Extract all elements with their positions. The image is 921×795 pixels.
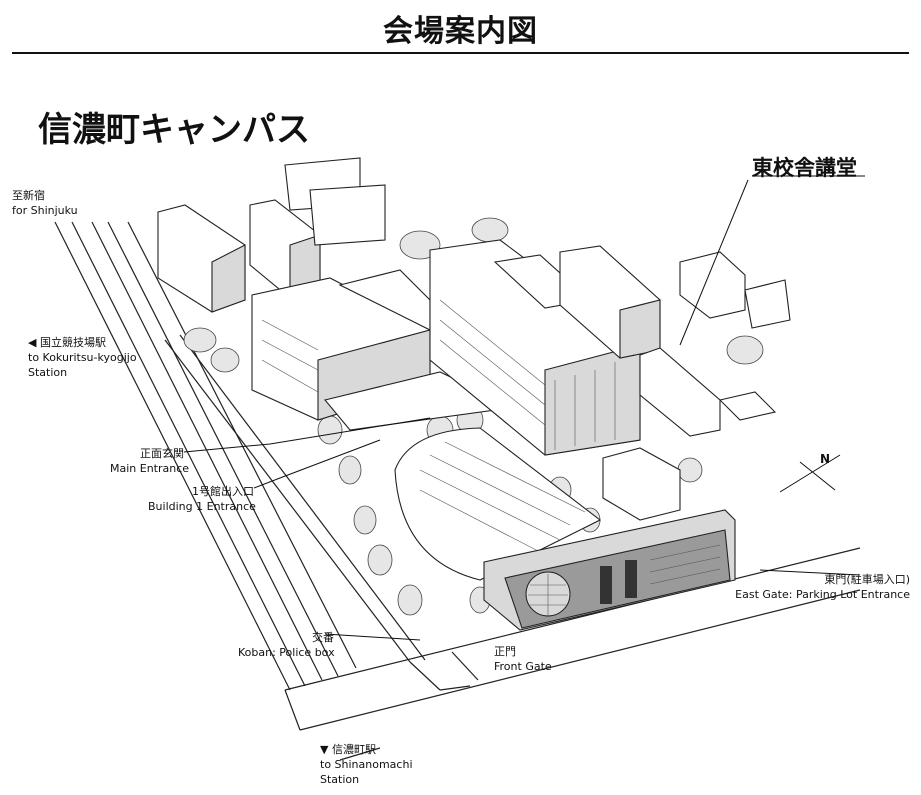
buildings	[157, 157, 791, 631]
label-front-gate: 正門 Front Gate	[494, 644, 552, 674]
railway	[54, 221, 426, 691]
label-east-gate: 東門(駐車場入口) East Gate: Parking Lot Entranc…	[718, 572, 910, 602]
north-arrow	[779, 454, 841, 493]
title-rule	[12, 52, 909, 54]
label-kokuritsu: ◀ 国立競技場駅 to Kokuritsu-kyogijo Station	[28, 335, 137, 380]
label-building1-en: Building 1 Entrance	[148, 500, 256, 513]
label-building1: 1号館出入口 Building 1 Entrance	[148, 484, 256, 514]
label-koban-jp: 交番	[312, 631, 334, 644]
label-kokuritsu-en1: to Kokuritsu-kyogijo	[28, 351, 137, 364]
label-main-entrance: 正面玄関 Main Entrance	[110, 446, 190, 476]
label-main-entrance-jp: 正面玄関	[140, 447, 184, 460]
label-shinanomachi-en1: to Shinanomachi	[320, 758, 413, 771]
label-building1-jp: 1号館出入口	[192, 485, 254, 498]
campus-title: 信濃町キャンパス	[38, 110, 310, 150]
label-shinanomachi: ▼ 信濃町駅 to Shinanomachi Station	[320, 742, 413, 787]
label-kokuritsu-jp: ◀ 国立競技場駅	[28, 336, 106, 349]
north-label: N	[820, 452, 831, 466]
label-shinanomachi-jp: ▼ 信濃町駅	[320, 743, 376, 756]
leader-lines	[183, 175, 865, 641]
label-shinjuku: 至新宿 for Shinjuku	[12, 188, 78, 218]
label-shinjuku-en: for Shinjuku	[12, 204, 78, 217]
label-front-gate-en: Front Gate	[494, 660, 552, 673]
target-building-label: 東校舎講堂	[752, 156, 857, 180]
label-shinjuku-jp: 至新宿	[12, 189, 45, 202]
label-shinanomachi-en2: Station	[320, 773, 360, 786]
label-koban: 交番 Koban: Police box	[238, 630, 335, 660]
label-east-gate-jp: 東門(駐車場入口)	[824, 573, 910, 586]
label-koban-en: Koban: Police box	[238, 646, 335, 659]
roads	[284, 547, 861, 761]
page-title: 会場案内図	[383, 14, 538, 49]
label-front-gate-jp: 正門	[494, 645, 516, 658]
label-east-gate-en: East Gate: Parking Lot Entrance	[735, 588, 910, 601]
label-kokuritsu-en2: Station	[28, 366, 68, 379]
label-main-entrance-en: Main Entrance	[110, 462, 190, 475]
parking-lot	[394, 427, 602, 581]
